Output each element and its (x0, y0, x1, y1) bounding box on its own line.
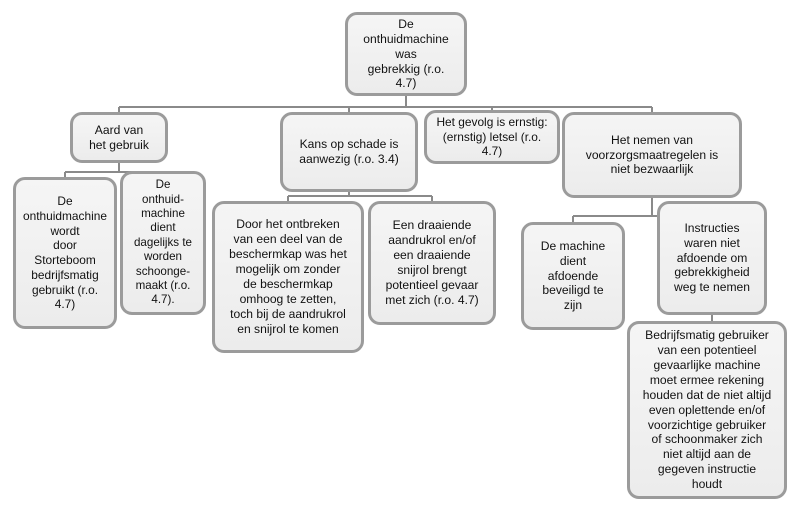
node-aard-van-het-gebruik[interactable]: Aard van het gebruik (70, 112, 168, 163)
node-instructies-niet-afdoende[interactable]: Instructies waren niet afdoende om gebre… (657, 201, 767, 315)
node-machine-beveiligd[interactable]: De machine dient afdoende beveiligd te z… (521, 222, 625, 330)
node-label: Het nemen van voorzorgsmaatregelen is ni… (585, 132, 719, 177)
node-het-gevolg-is-ernstig[interactable]: Het gevolg is ernstig: (ernstig) letsel … (424, 110, 560, 164)
node-label: De onthuidmachine wordt door Storteboom … (23, 194, 107, 312)
node-bedrijfsmatig-gebruikt[interactable]: De onthuidmachine wordt door Storteboom … (13, 177, 117, 329)
node-label: De onthuidmachine was gebrekkig (r.o. 4.… (363, 16, 449, 91)
node-label: De machine dient afdoende beveiligd te z… (540, 238, 606, 313)
node-dagelijks-schoongemaakt[interactable]: De onthuid- machine dient dagelijks te w… (120, 171, 206, 315)
node-draaiende-aandrukrol[interactable]: Een draaiende aandrukrol en/of een draai… (368, 201, 496, 325)
node-bedrijfsmatig-gebruiker[interactable]: Bedrijfsmatig gebruiker van een potentie… (627, 321, 787, 499)
node-onthuidmachine-gebrekkig[interactable]: De onthuidmachine was gebrekkig (r.o. 4.… (345, 12, 467, 96)
node-kans-op-schade[interactable]: Kans op schade is aanwezig (r.o. 3.4) (280, 112, 418, 192)
node-label: Kans op schade is aanwezig (r.o. 3.4) (299, 137, 399, 166)
node-label: Bedrijfsmatig gebruiker van een potentie… (642, 327, 772, 492)
node-label: Het gevolg is ernstig: (ernstig) letsel … (436, 114, 548, 159)
node-voorzorgsmaatregelen[interactable]: Het nemen van voorzorgsmaatregelen is ni… (562, 112, 742, 198)
node-label: Een draaiende aandrukrol en/of een draai… (385, 218, 479, 307)
node-label: Aard van het gebruik (89, 122, 149, 152)
node-label: Door het ontbreken van een deel van de b… (229, 217, 347, 336)
node-ontbreken-beschermkap[interactable]: Door het ontbreken van een deel van de b… (212, 201, 364, 353)
node-label: De onthuid- machine dient dagelijks te w… (133, 178, 192, 307)
node-label: Instructies waren niet afdoende om gebre… (674, 220, 750, 295)
